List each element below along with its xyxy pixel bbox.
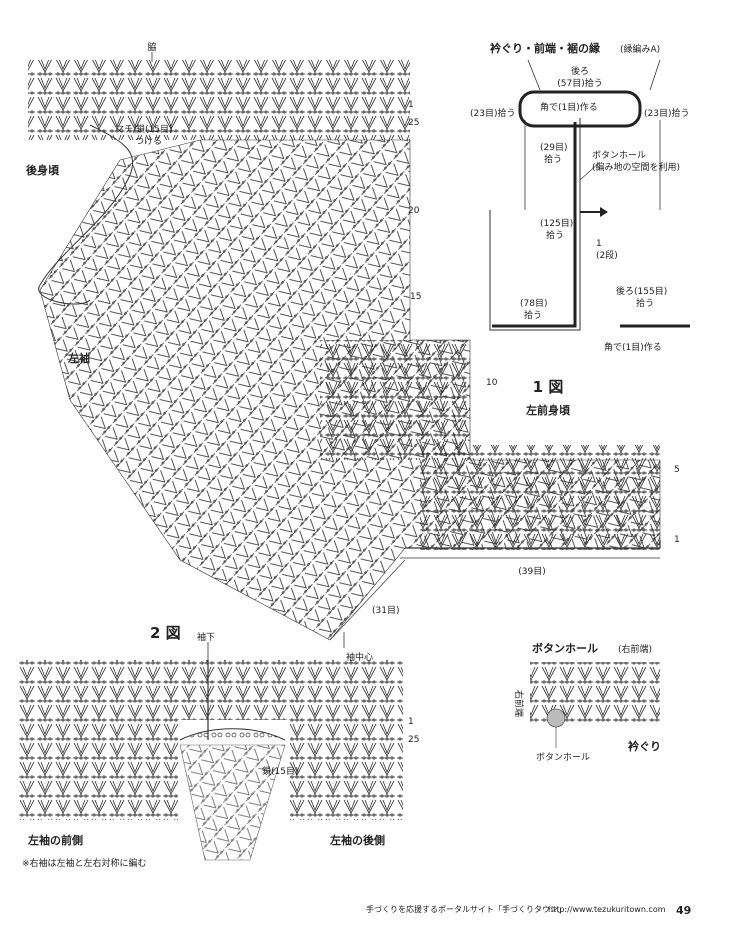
sleeve-gusset-arc — [179, 728, 286, 741]
back-body-rows — [28, 60, 410, 140]
left-sleeve-label: 左袖 — [67, 351, 90, 365]
corner-label-2: 角で(1目)作る — [604, 341, 662, 353]
fig2-number: 2 図 — [150, 624, 181, 642]
count-31-arrow — [329, 559, 406, 641]
top-label: 脇 — [147, 42, 156, 53]
left-23-label: (23目)拾う — [470, 107, 515, 119]
pick-29-label: (29目) — [540, 142, 567, 153]
sleeve-under-label: 袖下 — [197, 631, 215, 643]
gusset-chain-curve — [38, 124, 134, 305]
row-marker: 25 — [408, 735, 419, 745]
back-body-label: 後身頃 — [26, 163, 60, 177]
shoulder-lines — [527, 59, 661, 91]
count-39-label: (39目) — [518, 566, 545, 577]
row-marker: 20 — [408, 206, 420, 216]
rows-label-2: (2段) — [596, 249, 618, 261]
front-edging-band — [492, 122, 577, 328]
back-155-label: 後ろ(155目) — [616, 285, 667, 297]
buttonhole-label: ボタンホール — [592, 150, 646, 161]
front-upper-rows — [320, 340, 470, 460]
front-panel-outline — [489, 118, 581, 331]
buttonhole-label-2: (編み地の空間を利用) — [592, 161, 680, 173]
neck-edging-loop — [518, 90, 642, 128]
pick-125-label-2: 拾う — [546, 229, 564, 241]
chain-label: 鎖(15目) — [262, 765, 298, 777]
row-marker: 5 — [674, 465, 680, 475]
buttonhole-detail-sub: (右前端) — [618, 643, 652, 655]
back-label: 後ろ — [571, 65, 589, 77]
gusset-label-2: つける — [135, 136, 162, 147]
count-31-label: (31目) — [372, 605, 399, 616]
right-front-edge-label: 右前端 — [513, 690, 525, 717]
front-edge-line — [405, 540, 661, 549]
footer-url[interactable]: http://www.tezukuritown.com — [548, 905, 666, 914]
sleeve-back-rows — [290, 720, 403, 820]
buttonhole-arrow-head — [600, 207, 608, 217]
fig1-chart — [28, 52, 661, 648]
gusset-rows — [179, 744, 286, 861]
front-side-label: 左袖の前側 — [27, 833, 83, 847]
row-marker: 1 — [674, 535, 680, 545]
edging-title-sub: (縁編みA) — [620, 43, 660, 55]
row-marker: 25 — [408, 118, 419, 128]
row-marker: 10 — [486, 378, 498, 388]
front-lower-rows — [420, 445, 660, 550]
row-marker: 15 — [410, 292, 421, 302]
buttonhole-detail-title: ボタンホール — [532, 641, 598, 655]
pick-29-label-2: 拾う — [544, 153, 562, 165]
rows-label: 1 — [596, 239, 602, 249]
sleeve-front-rows — [18, 720, 178, 820]
page-number: 49 — [676, 904, 691, 917]
side-lines — [524, 120, 661, 210]
row-marker: 1 — [408, 100, 414, 110]
neckline-label: 衿ぐり — [628, 739, 661, 753]
corner-label-1: 角で(1目)作る — [540, 101, 598, 113]
sleeve-top-rows — [18, 660, 403, 720]
back-155-label-2: 拾う — [636, 297, 654, 309]
edging-title: 衿ぐり・前端・裾の縁 — [490, 41, 600, 55]
fig2-chart — [18, 642, 403, 861]
buttonhole-mark — [546, 708, 566, 728]
pick-78-label: (78目) — [520, 298, 547, 309]
buttonhole-leader — [579, 161, 601, 181]
back-side-label: 左袖の後側 — [329, 833, 385, 847]
row-marker: 1 — [408, 717, 414, 727]
buttonhole-detail-chart — [530, 662, 660, 748]
back-count-label: (57目)拾う — [557, 77, 602, 89]
pick-78-label-2: 拾う — [524, 309, 542, 321]
fig1-number: 1 図 — [533, 378, 564, 396]
right-23-label: (23目)拾う — [644, 107, 689, 119]
footer-text: 手づくりを応援するポータルサイト「手づくりタウン」 — [366, 904, 566, 914]
gusset-label: マチ/鎖(15目) — [115, 123, 173, 135]
pick-125-label: (125目) — [540, 218, 573, 229]
left-front-body-label: 左前身頃 — [525, 403, 571, 417]
edging-schematic — [489, 59, 690, 331]
buttonhole-detail-hole: ボタンホール — [536, 752, 590, 763]
mirror-note: ※右袖は左袖と左右対称に編む — [22, 857, 147, 869]
